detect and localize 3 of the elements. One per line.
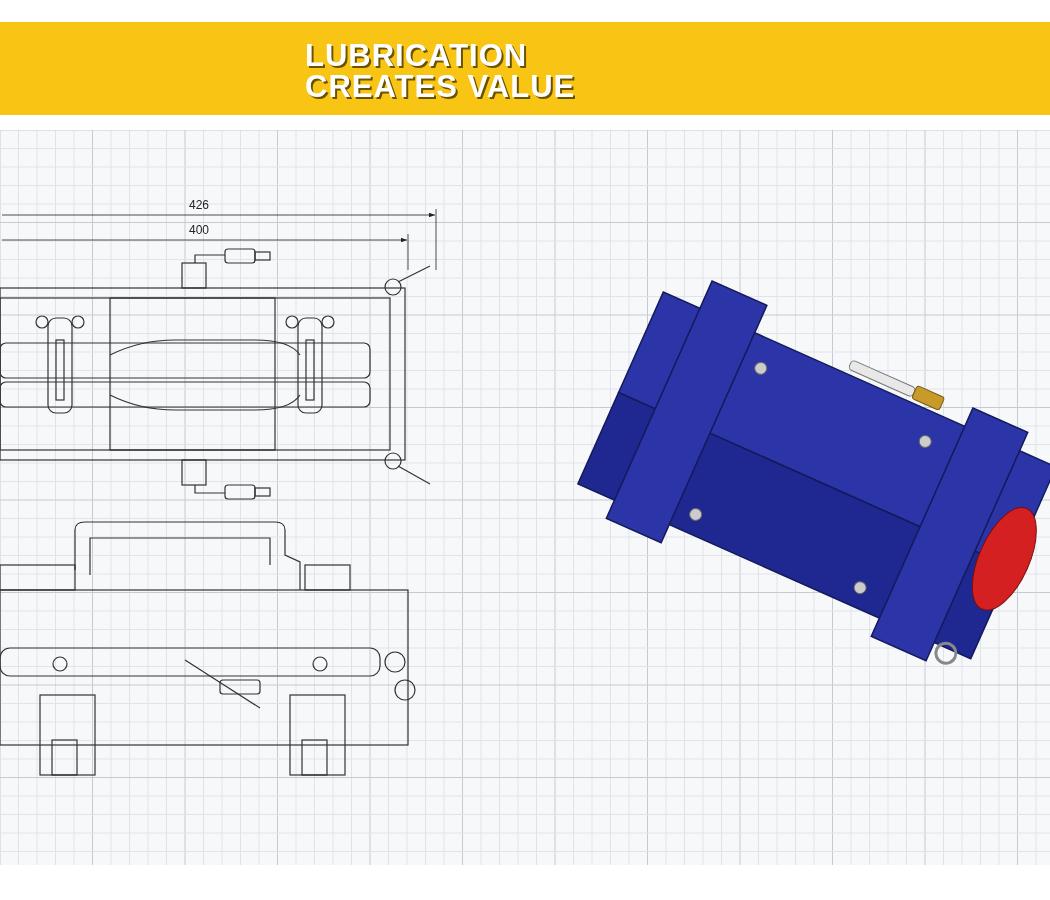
dimension-value: 400: [189, 223, 210, 237]
dimension-value: 426: [189, 198, 210, 212]
header-title: LUBRICATION CREATES VALUE: [305, 40, 577, 102]
